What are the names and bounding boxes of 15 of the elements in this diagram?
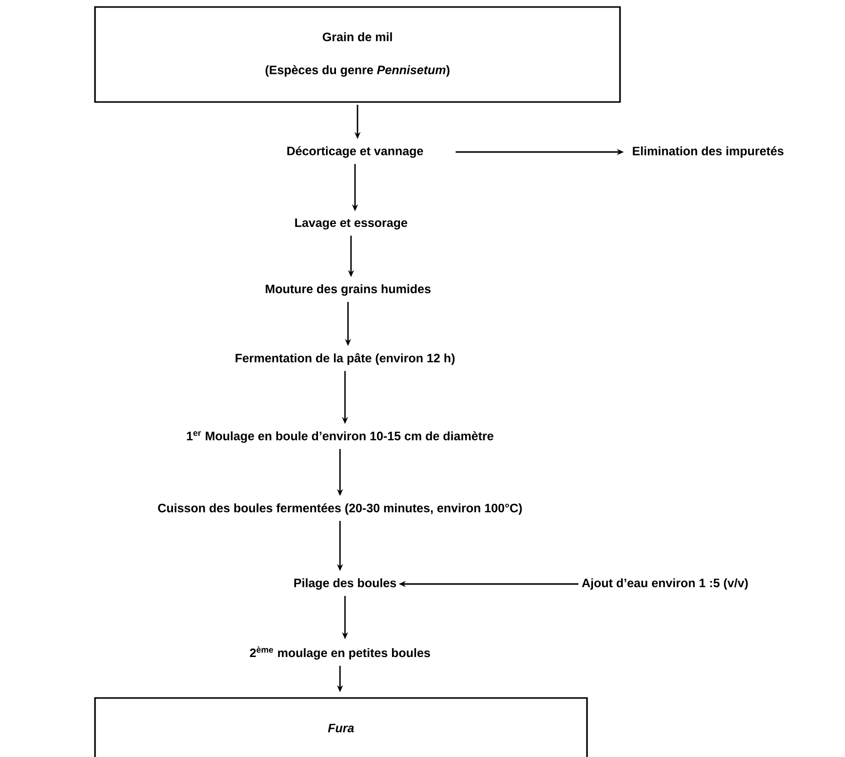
node-text: Fura — [328, 724, 354, 732]
node-text: Grain de mil — [322, 32, 392, 42]
step-text: Cuisson des boules fermentées (20-30 minutes, environ 100°C) — [158, 503, 522, 515]
step-text: 1$^{er}$ Moulage en boule d’environ 10-15 cm de diamètre — [187, 431, 494, 443]
step-text: 2$^{ème}$ moulage en petites boules — [250, 646, 430, 660]
step-text: Fermentation de la pâte (environ 12 h) — [236, 353, 455, 365]
step-text: Elimination des impuretés — [632, 146, 784, 158]
step-text: Mouture des grains humides — [266, 284, 431, 296]
step-text: Décorticage et vannage — [287, 146, 424, 158]
node-text: (Espèces du genre Pennisetum) — [266, 65, 450, 77]
step-text: Pilage des boules — [294, 578, 396, 590]
step-text: Lavage et essorage — [295, 218, 408, 230]
step-text: Ajout d’eau environ 1 :5 (v/v) — [582, 578, 748, 590]
process-box — [94, 6, 621, 103]
process-box — [94, 697, 588, 757]
